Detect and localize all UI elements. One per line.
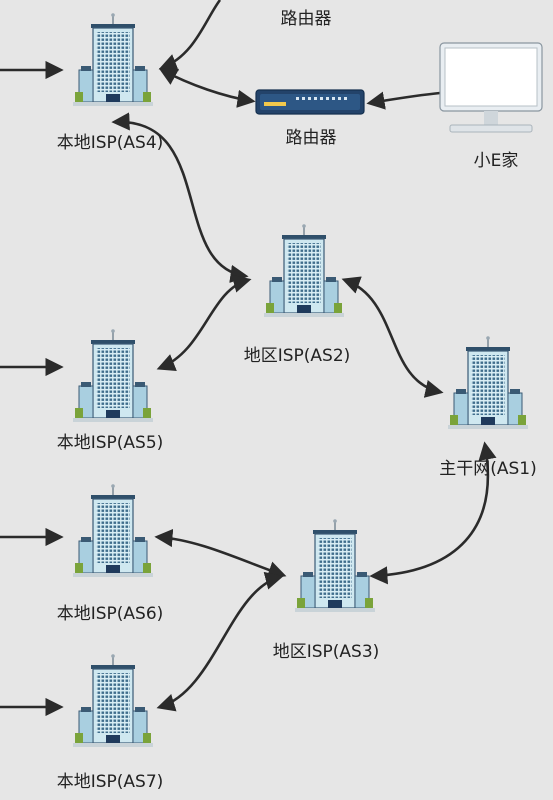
arrow-as2-as1 <box>341 276 444 398</box>
building-icon-as2[interactable] <box>263 223 345 318</box>
building-icon-isp6[interactable] <box>72 483 154 578</box>
router-top-label: 路由器 <box>280 9 332 29</box>
isp6-label: 本地ISP(AS6) <box>56 604 164 624</box>
building-icon-as1[interactable] <box>447 335 529 430</box>
arrow-as1-as3 <box>369 441 497 585</box>
arrow-isp6-as3 <box>154 528 287 579</box>
monitor-icon[interactable] <box>439 42 543 133</box>
as2-label: 地区ISP(AS2) <box>243 346 351 366</box>
arrow-home-to-router <box>366 91 441 110</box>
arrow-as2-isp5 <box>156 274 252 372</box>
connections <box>0 0 497 717</box>
router-icon[interactable] <box>255 89 365 115</box>
router-label: 路由器 <box>285 128 337 148</box>
building-icon-as3[interactable] <box>294 518 376 613</box>
as3-label: 地区ISP(AS3) <box>272 642 380 662</box>
arrow-isp4-as2 <box>111 112 249 283</box>
home-label: 小E家 <box>473 151 519 171</box>
isp4-label: 本地ISP(AS4) <box>56 133 164 153</box>
arrow-isp4-router <box>158 68 256 108</box>
isp5-label: 本地ISP(AS5) <box>56 433 164 453</box>
building-icon-isp7[interactable] <box>72 653 154 748</box>
arrow-as3-isp7 <box>156 571 284 712</box>
as1-label: 主干网(AS1) <box>439 459 537 479</box>
arrow-toprouter-to-isp4 <box>158 0 222 72</box>
building-icon-isp5[interactable] <box>72 328 154 423</box>
building-icon-isp4[interactable] <box>72 12 154 107</box>
isp7-label: 本地ISP(AS7) <box>56 772 164 792</box>
